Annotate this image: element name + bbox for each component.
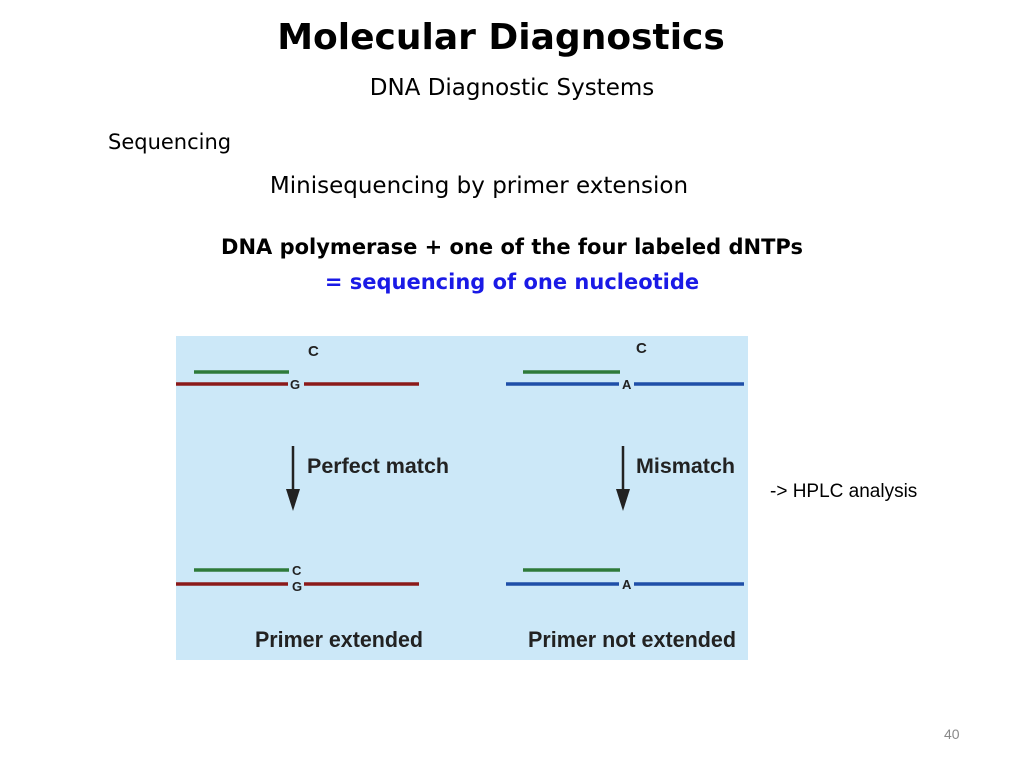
left-result-label: Primer extended (255, 627, 423, 652)
right-template-base-label-before: A (622, 377, 632, 392)
hplc-analysis-note: -> HPLC analysis (770, 481, 918, 502)
slide-subtitle: DNA Diagnostic Systems (369, 75, 655, 101)
principle-line-2: = sequencing of one nucleotide (324, 270, 700, 294)
right-arrow-label: Mismatch (636, 455, 735, 478)
right-template-base-label-after: A (622, 577, 632, 592)
left-template-base-label-before: G (290, 377, 300, 392)
left-arrow-label: Perfect match (307, 455, 449, 478)
right-added-base-label: C (636, 340, 647, 357)
right-result-label: Primer not extended (528, 627, 736, 652)
right-down-arrow (616, 446, 630, 511)
left-down-arrow (286, 446, 300, 511)
left-extended-base-label: C (292, 563, 302, 578)
slide-title: Molecular Diagnostics (277, 17, 725, 58)
topic-heading: Minisequencing by primer extension (269, 173, 689, 199)
primer-extension-diagram: C G Perfect match C G Primer extended C … (176, 336, 748, 660)
left-added-base-label: C (308, 343, 319, 360)
section-heading: Sequencing (108, 130, 232, 154)
left-template-base-label-after: G (292, 579, 302, 594)
page-number: 40 (944, 726, 960, 742)
principle-line-1: DNA polymerase + one of the four labeled… (221, 235, 803, 259)
